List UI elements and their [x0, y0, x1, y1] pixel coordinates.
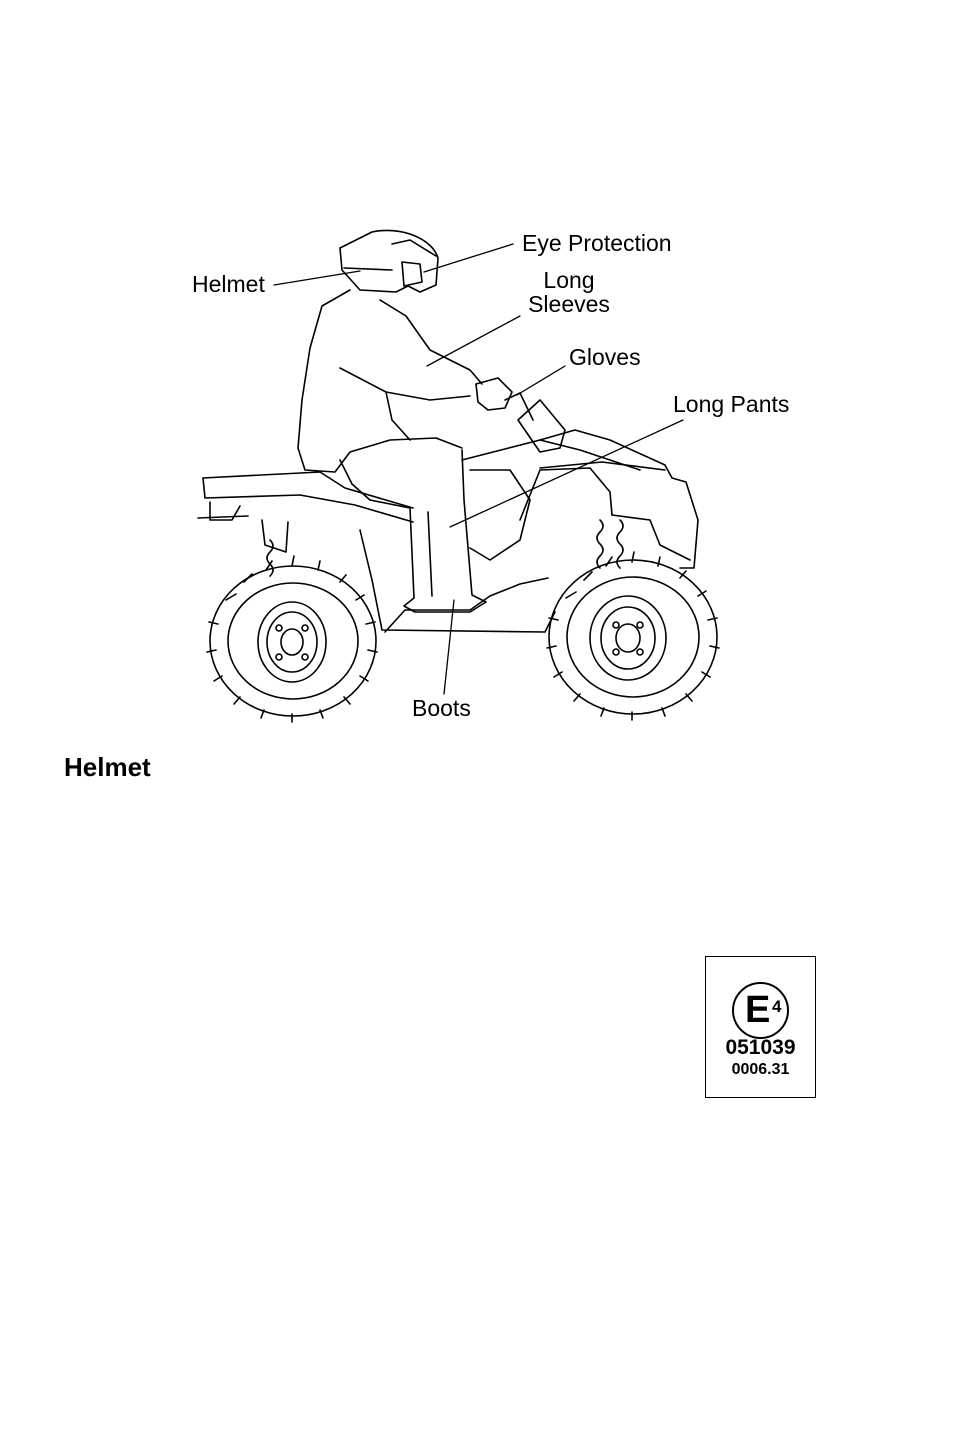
ece-mark-circle: E 4 [732, 982, 789, 1039]
label-boots: Boots [412, 695, 471, 721]
ece-approval-label: E 4 051039 0006.31 [705, 956, 816, 1098]
label-long-pants: Long Pants [673, 391, 790, 417]
ece-approval-number: 051039 [725, 1036, 796, 1059]
ece-serial-number: 0006.31 [731, 1061, 790, 1078]
section-heading: Helmet [64, 752, 151, 782]
rider [297, 229, 513, 613]
rear-wheel [206, 555, 378, 723]
ece-country-number: 4 [772, 997, 782, 1016]
label-eye-protection: Eye Protection [522, 230, 672, 256]
label-long-sleeves-line1: Long [543, 267, 595, 293]
label-helmet: Helmet [192, 271, 265, 297]
front-wheel [546, 551, 720, 721]
label-gloves: Gloves [569, 344, 641, 370]
label-long-sleeves: Long Sleeves [520, 268, 618, 316]
label-long-sleeves-line2: Sleeves [528, 291, 610, 317]
atv-rider-illustration [197, 229, 720, 723]
ece-letter: E [745, 989, 771, 1031]
atv-body [197, 392, 699, 633]
leader-lines [273, 243, 684, 695]
